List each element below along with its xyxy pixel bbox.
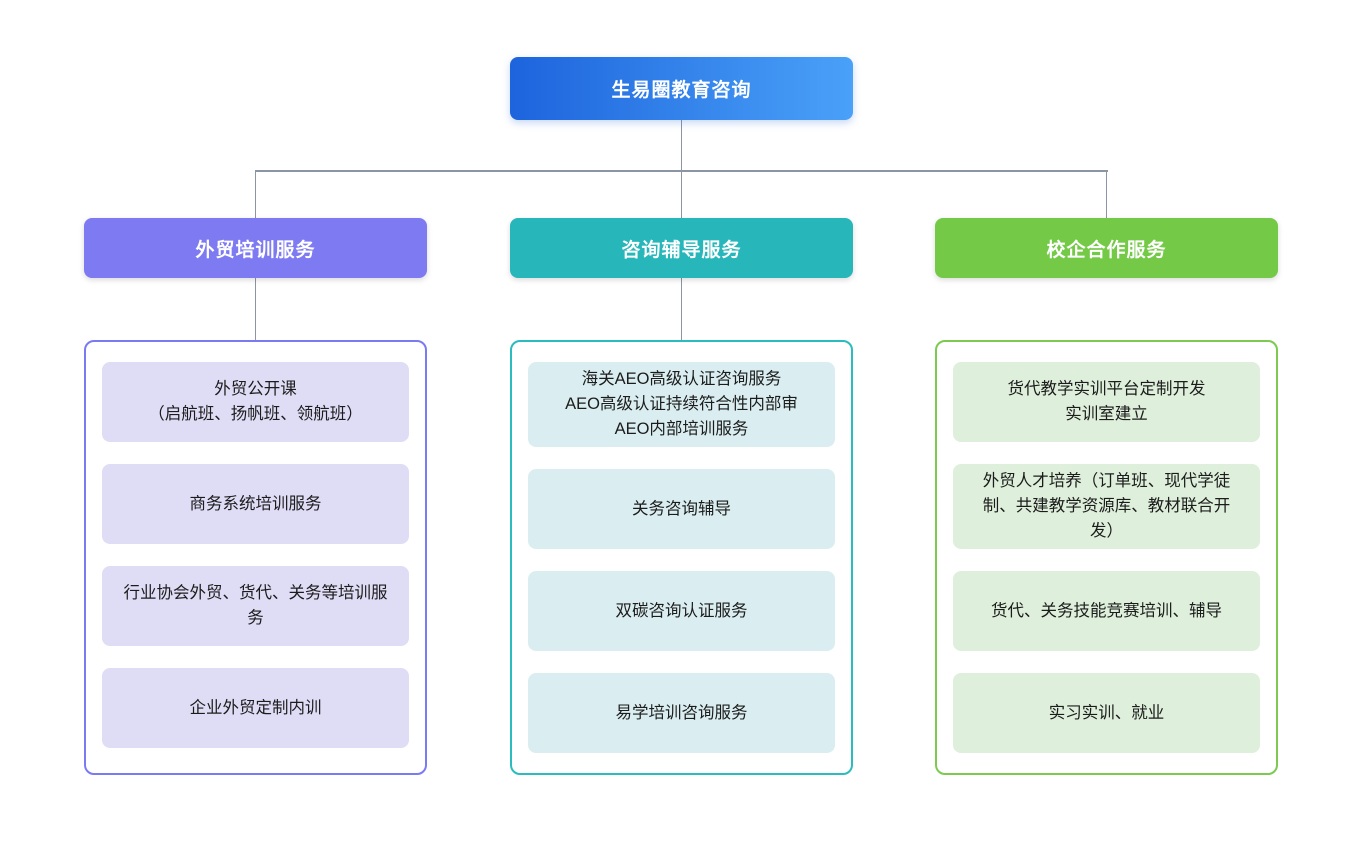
- connector-header-to-container-2: [680, 278, 683, 340]
- service-item-internship-employment: 实习实训、就业: [953, 673, 1260, 753]
- service-item-yixue-training-consulting: 易学培训咨询服务: [528, 673, 835, 753]
- connector-drop-branch-2: [680, 170, 683, 218]
- service-item-industry-association-training: 行业协会外贸、货代、关务等培训服务: [102, 566, 409, 646]
- service-item-business-system-training: 商务系统培训服务: [102, 464, 409, 544]
- service-item-enterprise-custom-training: 企业外贸定制内训: [102, 668, 409, 748]
- branch-container-consulting-coaching: 海关AEO高级认证咨询服务 AEO高级认证持续符合性内部审 AEO内部培训服务 …: [510, 340, 853, 775]
- branch-header-consulting-coaching: 咨询辅导服务: [510, 218, 853, 278]
- branch-container-foreign-trade-training: 外贸公开课 （启航班、扬帆班、领航班） 商务系统培训服务 行业协会外贸、货代、关…: [84, 340, 427, 775]
- service-item-skills-competition-training: 货代、关务技能竞赛培训、辅导: [953, 571, 1260, 651]
- connector-drop-branch-3: [1105, 170, 1108, 218]
- service-item-dual-carbon-consulting: 双碳咨询认证服务: [528, 571, 835, 651]
- service-item-talent-cultivation: 外贸人才培养（订单班、现代学徒制、共建教学资源库、教材联合开发）: [953, 464, 1260, 549]
- connector-header-to-container-1: [254, 278, 257, 340]
- branch-header-school-enterprise-cooperation: 校企合作服务: [935, 218, 1278, 278]
- service-item-aeo-certification: 海关AEO高级认证咨询服务 AEO高级认证持续符合性内部审 AEO内部培训服务: [528, 362, 835, 447]
- branch-container-school-enterprise-cooperation: 货代教学实训平台定制开发 实训室建立 外贸人才培养（订单班、现代学徒制、共建教学…: [935, 340, 1278, 775]
- service-item-training-platform-development: 货代教学实训平台定制开发 实训室建立: [953, 362, 1260, 442]
- branch-header-foreign-trade-training: 外贸培训服务: [84, 218, 427, 278]
- connector-drop-branch-1: [254, 170, 257, 218]
- service-item-customs-consulting: 关务咨询辅导: [528, 469, 835, 549]
- root-node: 生易圈教育咨询: [510, 57, 853, 120]
- service-item-public-course: 外贸公开课 （启航班、扬帆班、领航班）: [102, 362, 409, 442]
- connector-root-stem: [680, 120, 683, 171]
